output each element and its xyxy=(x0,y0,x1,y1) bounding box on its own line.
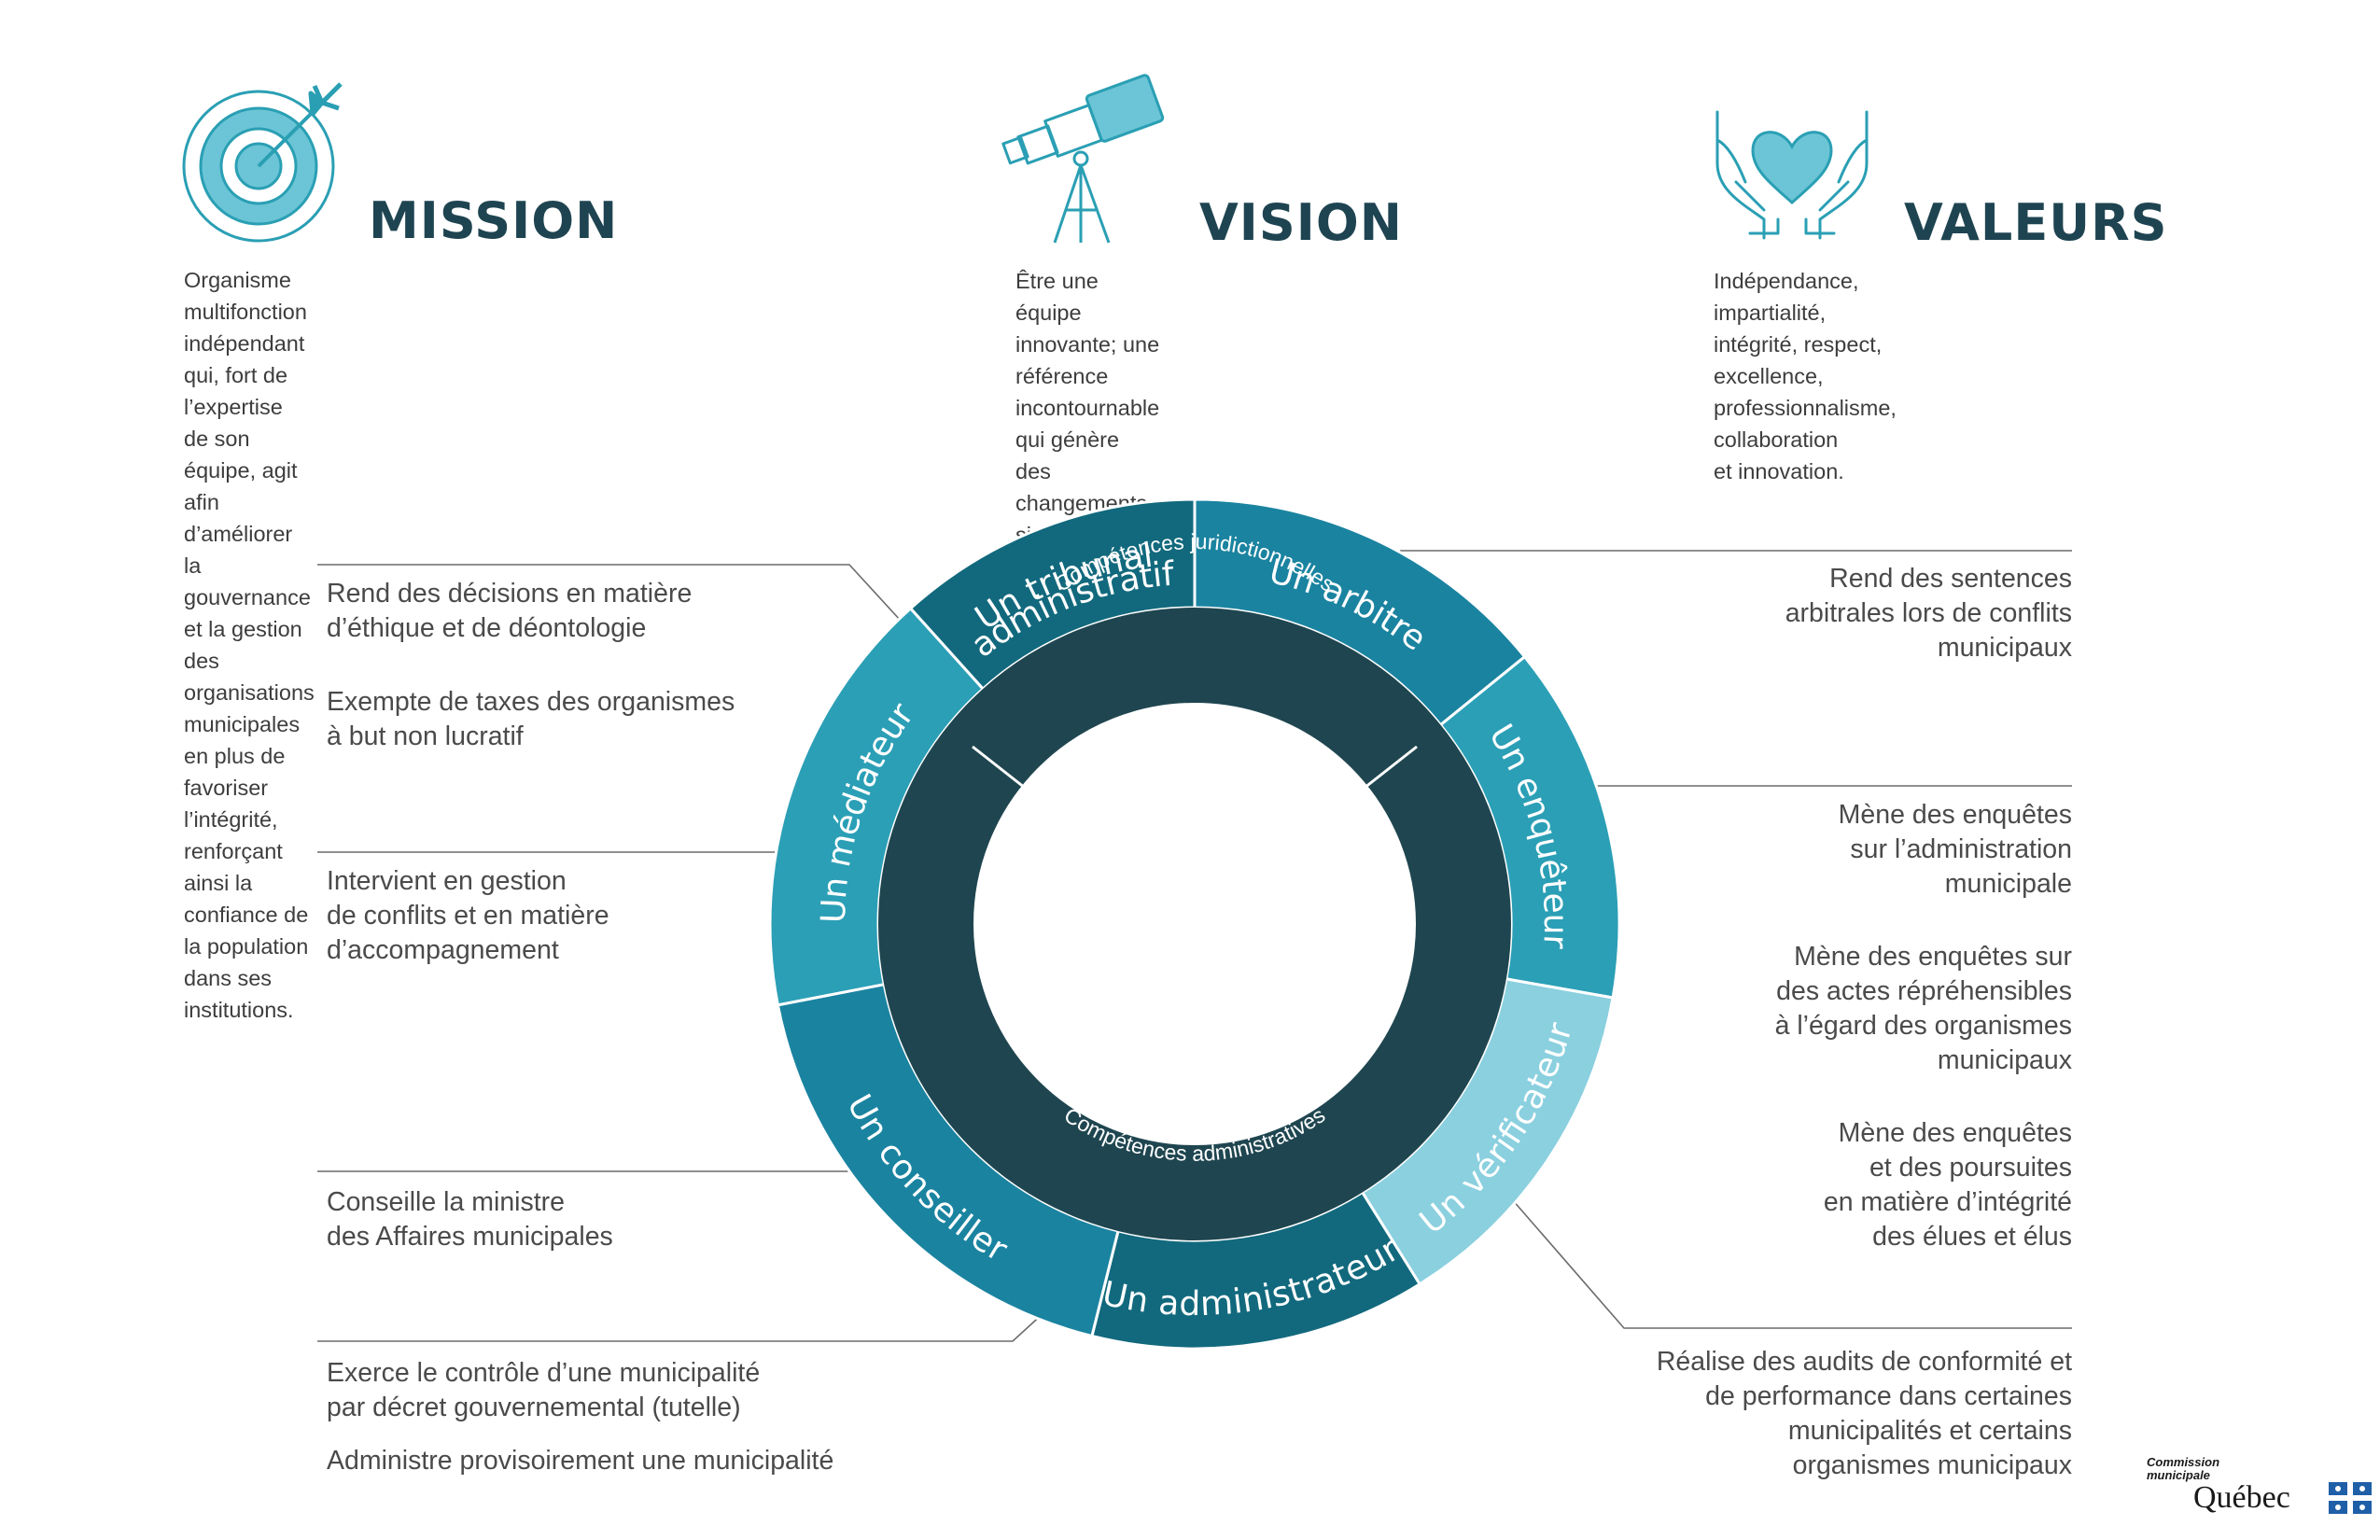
inner-ring xyxy=(878,608,1511,1240)
desc-administrateur-1: Exerce le contrôle d’une municipalité pa… xyxy=(327,1358,761,1422)
heart-hands-icon xyxy=(1715,110,1869,240)
connector-administrateur xyxy=(317,1310,1046,1342)
telescope-icon xyxy=(1001,74,1165,244)
mission-title: MISSION xyxy=(369,191,619,250)
desc-conseiller: Conseille la ministre des Affaires munic… xyxy=(327,1187,613,1252)
desc-mediateur: Intervient en gestion de conflits et en … xyxy=(327,866,609,965)
vision-title: VISION xyxy=(1199,193,1403,252)
valeurs-text: Indépendance, impartialité, intégrité, r… xyxy=(1714,269,1897,483)
logo-quebec-text: Québec xyxy=(2193,1480,2290,1515)
target-arrow-icon xyxy=(182,82,343,243)
logo-commission-text: Commission municipale xyxy=(2147,1455,2220,1482)
desc-enqueteur-1: Mène des enquêtes sur l’administration m… xyxy=(1838,800,2072,899)
wheel-center xyxy=(974,704,1415,1144)
desc-enqueteur-3: Mène des enquêtes et des poursuites en m… xyxy=(1823,1118,2072,1252)
connector-tribunal xyxy=(317,564,902,622)
mission-text: Organisme multifonction indépendant qui,… xyxy=(184,268,315,1022)
commission-logo: Commission municipale Québec xyxy=(2147,1455,2372,1521)
connector-verificateur xyxy=(1511,1198,2072,1329)
desc-tribunal-2: Exempte de taxes des organismes à but no… xyxy=(327,687,735,751)
desc-verificateur: Réalise des audits de conformité et de p… xyxy=(1656,1347,2072,1480)
desc-tribunal-1: Rend des décisions en matière d’éthique … xyxy=(327,579,693,643)
desc-enqueteur-2: Mène des enquêtes sur des actes répréhen… xyxy=(1774,942,2072,1075)
fleur-de-lis-flag-icon xyxy=(2329,1482,2372,1514)
desc-arbitre: Rend des sentences arbitrales lors de co… xyxy=(1785,564,2072,663)
valeurs-title: VALEURS xyxy=(1904,193,2168,252)
desc-administrateur-2: Administre provisoirement une municipali… xyxy=(327,1446,834,1476)
